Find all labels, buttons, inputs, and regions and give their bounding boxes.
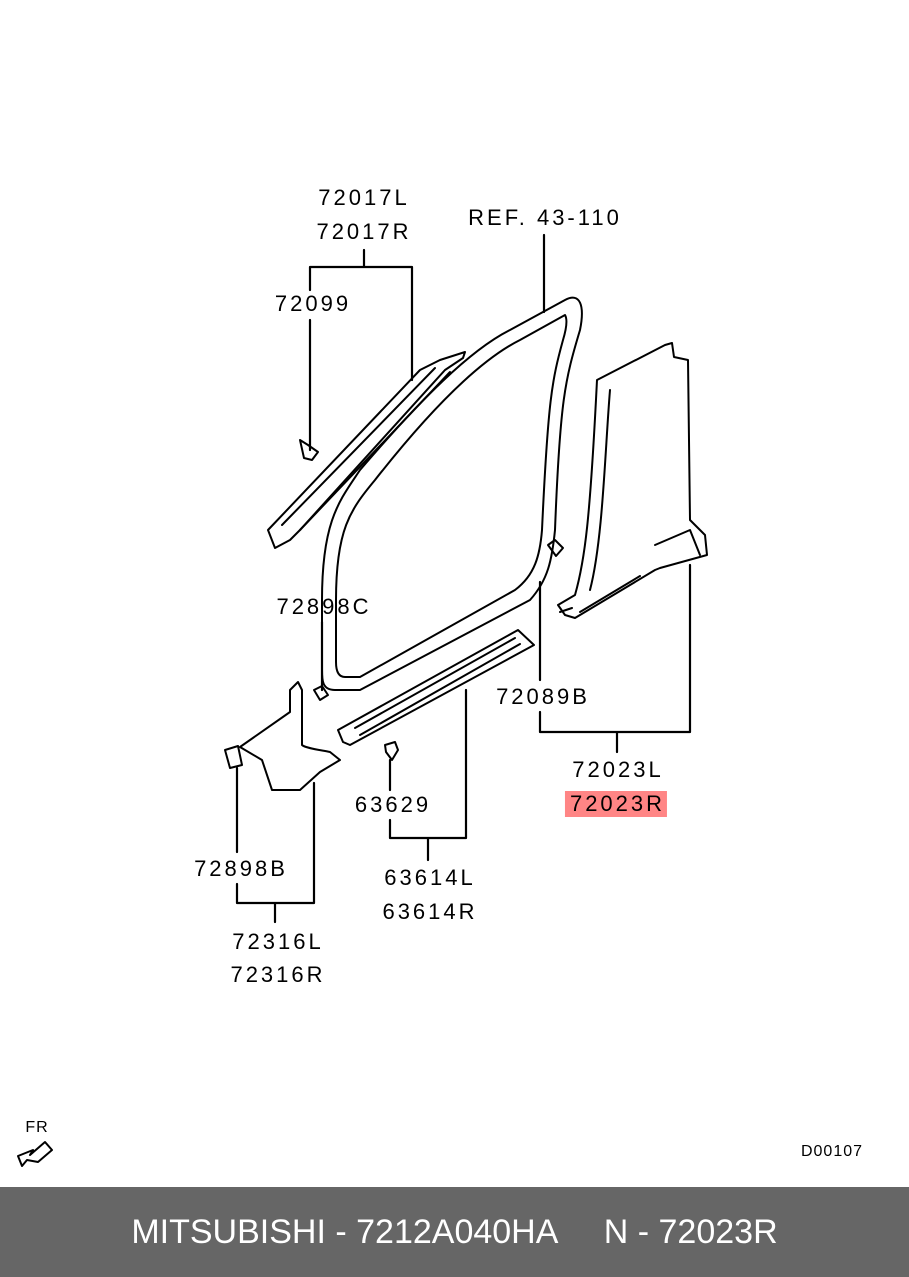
diagram-code: D00107	[800, 1143, 864, 1160]
part-label-72316L[interactable]: 72316L	[232, 929, 324, 954]
part-label-72017L[interactable]: 72017L	[318, 185, 410, 210]
part-label-72023R-highlighted[interactable]: 72023R	[564, 791, 668, 817]
front-pillar-trim	[267, 351, 466, 549]
part-label-72089B[interactable]: 72089B	[496, 684, 590, 709]
reference-label[interactable]: REF. 43-110	[468, 205, 622, 230]
footer-part-info: MITSUBISHI - 7212A040HA N - 72023R	[131, 1212, 778, 1251]
part-label-72023L[interactable]: 72023L	[572, 757, 664, 782]
part-label-63629[interactable]: 63629	[354, 792, 432, 817]
direction-label: FR	[25, 1119, 49, 1136]
door-opening-weatherstrip	[321, 296, 583, 691]
kick-panel	[224, 681, 341, 791]
part-label-72017R[interactable]: 72017R	[316, 219, 412, 244]
footer-bar: MITSUBISHI - 7212A040HA N - 72023R	[0, 1187, 909, 1277]
part-label-72099[interactable]: 72099	[274, 291, 352, 316]
front-direction-arrow-icon	[17, 1141, 53, 1167]
scuff-plate	[337, 629, 535, 761]
leader-lines	[235, 233, 692, 924]
center-pillar-trim	[547, 342, 708, 619]
part-label-63614R[interactable]: 63614R	[382, 899, 478, 924]
part-label-72898B[interactable]: 72898B	[194, 856, 288, 881]
part-label-72316R[interactable]: 72316R	[230, 962, 326, 987]
part-label-63614L[interactable]: 63614L	[384, 865, 476, 890]
part-label-72898C[interactable]: 72898C	[276, 594, 372, 619]
